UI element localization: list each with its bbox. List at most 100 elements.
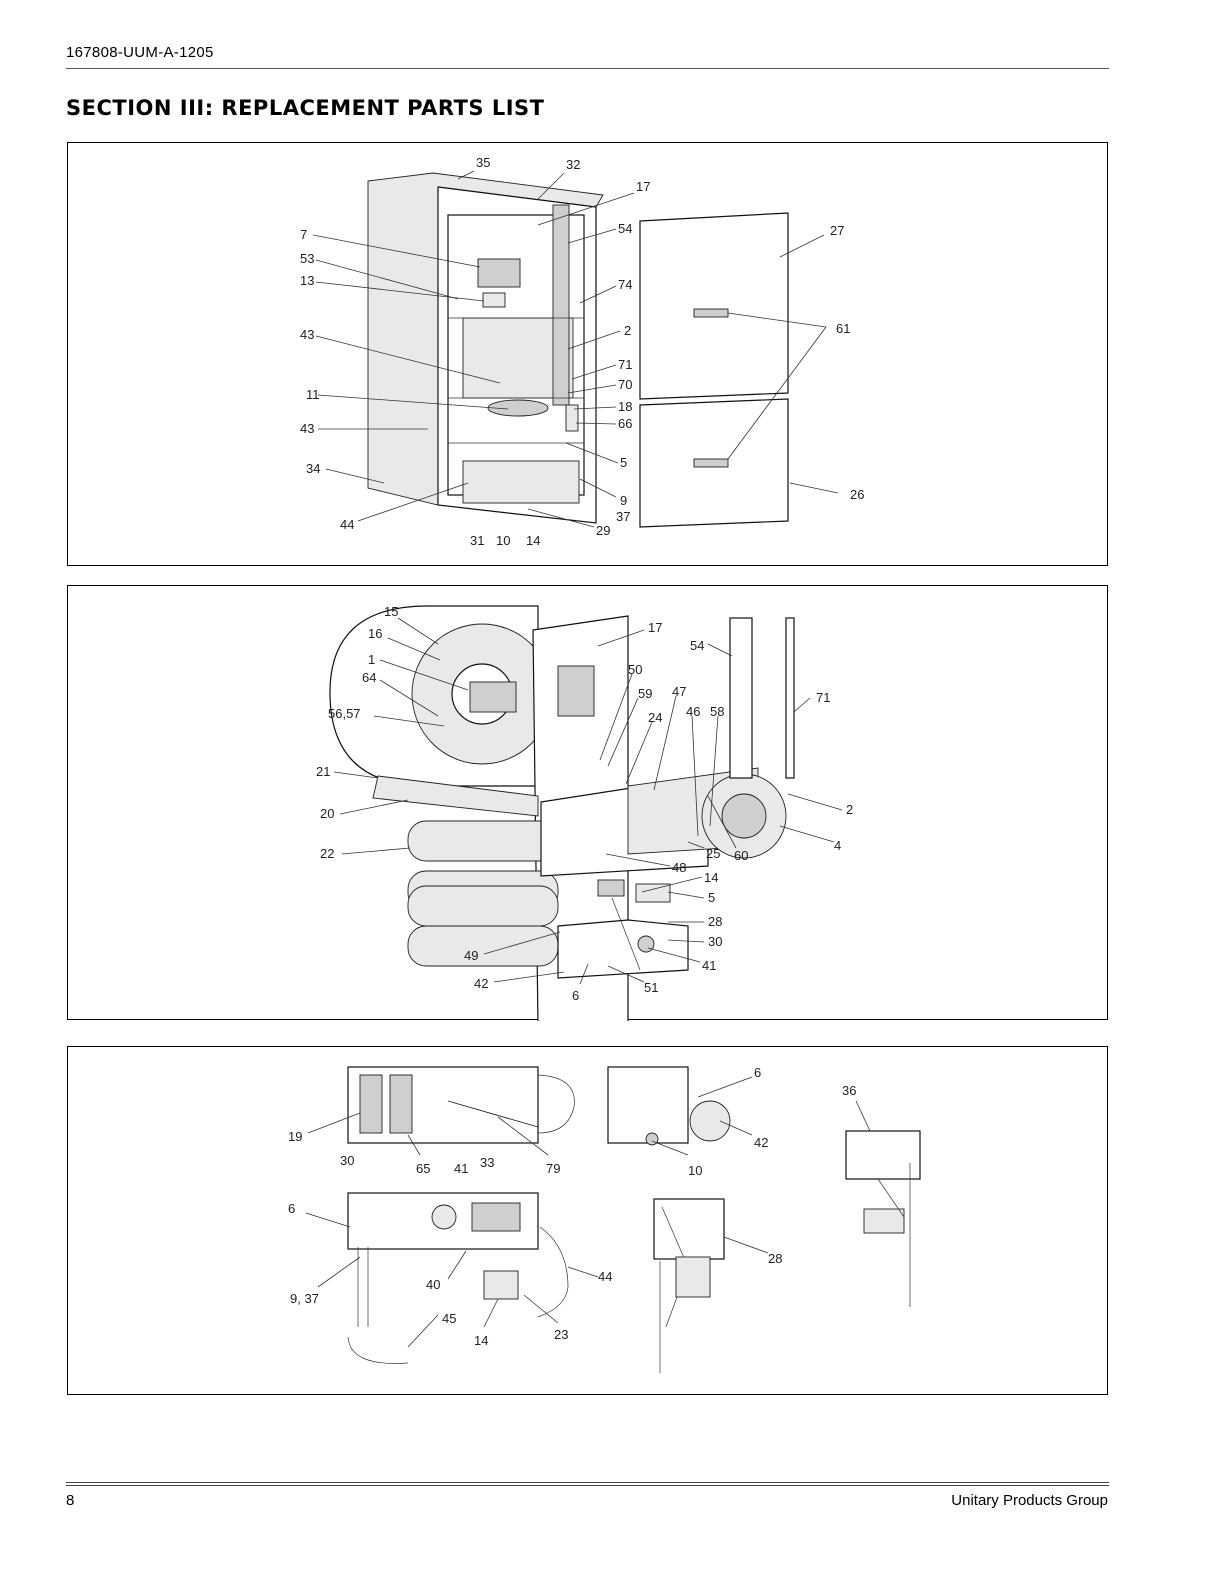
callout-11: 11 — [306, 387, 320, 402]
callout-33: 33 — [480, 1155, 494, 1170]
callout-2: 2 — [624, 323, 631, 338]
callout-13: 13 — [300, 273, 314, 288]
callout-40: 40 — [426, 1277, 440, 1292]
callout-26: 26 — [850, 487, 864, 502]
burner-assembly-drawing — [540, 617, 795, 979]
callout-56-57: 56,57 — [328, 706, 361, 721]
callout-35: 35 — [476, 155, 490, 170]
footer-rule-2 — [66, 1485, 1109, 1486]
burner-box-details-drawing: 19 6 36 42 65 41 33 30 79 10 6 28 44 9, … — [288, 1065, 921, 1373]
callout-5: 5 — [708, 890, 715, 905]
blower-heat-exchanger-callouts: 15 16 17 1 54 50 64 47 71 59 56,57 46 58 — [316, 604, 853, 1003]
header-rule — [66, 68, 1109, 69]
callout-54: 54 — [618, 221, 632, 236]
callout-74: 74 — [618, 277, 632, 292]
figure-panel-blower-heat-exchanger: 15 16 17 1 54 50 64 47 71 59 56,57 46 58 — [67, 585, 1108, 1021]
callout-46: 46 — [686, 704, 700, 719]
callout-5: 5 — [620, 455, 627, 470]
furnace-doors-drawing — [639, 212, 789, 528]
callout-18: 18 — [618, 399, 632, 414]
callout-4: 4 — [834, 838, 841, 853]
callout-16: 16 — [368, 626, 382, 641]
burner-box-side-view — [347, 1192, 569, 1364]
callout-59: 59 — [638, 686, 652, 701]
blower-heat-exchanger-drawing: 15 16 17 1 54 50 64 47 71 59 56,57 46 58 — [316, 604, 853, 1021]
callout-10: 10 — [688, 1163, 702, 1178]
callout-36: 36 — [842, 1083, 856, 1098]
callout-7: 7 — [300, 227, 307, 242]
callout-23: 23 — [554, 1327, 568, 1342]
callout-43b: 43 — [300, 421, 314, 436]
callout-41: 41 — [702, 958, 716, 973]
callout-1: 1 — [368, 652, 375, 667]
callout-61: 61 — [836, 321, 850, 336]
page-number: 8 — [66, 1492, 75, 1509]
furnace-overview-drawing: 35 32 17 7 54 27 53 74 13 43 2 61 71 — [300, 155, 864, 548]
callout-6: 6 — [572, 988, 579, 1003]
callout-19: 19 — [288, 1129, 302, 1144]
callout-48: 48 — [672, 860, 686, 875]
burner-box-top-view — [347, 1066, 575, 1144]
callout-14: 14 — [704, 870, 718, 885]
section-title: SECTION III: REPLACEMENT PARTS LIST — [66, 96, 545, 120]
flame-sensor-view — [653, 1198, 725, 1373]
figure-panel-furnace-overview: 35 32 17 7 54 27 53 74 13 43 2 61 71 — [67, 142, 1108, 566]
callout-9-37: 9, 37 — [290, 1291, 319, 1306]
ignitor-view — [845, 1130, 921, 1307]
callout-42: 42 — [754, 1135, 768, 1150]
callout-37: 37 — [616, 509, 630, 524]
callout-43: 43 — [300, 327, 314, 342]
callout-34: 34 — [306, 461, 320, 476]
callout-54: 54 — [690, 638, 704, 653]
callout-44: 44 — [598, 1269, 612, 1284]
callout-50: 50 — [628, 662, 642, 677]
burner-box-details-callouts: 19 6 36 42 65 41 33 30 79 10 6 28 44 9, … — [288, 1065, 871, 1348]
callout-64: 64 — [362, 670, 376, 685]
callout-53: 53 — [300, 251, 314, 266]
callout-6: 6 — [754, 1065, 761, 1080]
callout-14: 14 — [474, 1333, 488, 1348]
callout-71: 71 — [816, 690, 830, 705]
callout-6b: 6 — [288, 1201, 295, 1216]
callout-31: 31 — [470, 533, 484, 548]
callout-17: 17 — [636, 179, 650, 194]
furnace-overview-callouts: 35 32 17 7 54 27 53 74 13 43 2 61 71 — [300, 155, 864, 548]
callout-14: 14 — [526, 533, 540, 548]
callout-70: 70 — [618, 377, 632, 392]
callout-20: 20 — [320, 806, 334, 821]
callout-15: 15 — [384, 604, 398, 619]
callout-47: 47 — [672, 684, 686, 699]
callout-42: 42 — [474, 976, 488, 991]
footer-company: Unitary Products Group — [951, 1492, 1108, 1509]
callout-41: 41 — [454, 1161, 468, 1176]
callout-17: 17 — [648, 620, 662, 635]
callout-30: 30 — [708, 934, 722, 949]
callout-28: 28 — [768, 1251, 782, 1266]
rollout-switch-view — [607, 1066, 731, 1146]
callout-71: 71 — [618, 357, 632, 372]
callout-58: 58 — [710, 704, 724, 719]
callout-27: 27 — [830, 223, 844, 238]
callout-30: 30 — [340, 1153, 354, 1168]
heat-exchanger-drawing — [407, 820, 559, 967]
callout-21: 21 — [316, 764, 330, 779]
callout-66: 66 — [618, 416, 632, 431]
callout-29: 29 — [596, 523, 610, 538]
furnace-cabinet-drawing — [367, 172, 604, 524]
callout-45: 45 — [442, 1311, 456, 1326]
callout-49: 49 — [464, 948, 478, 963]
callout-51: 51 — [644, 980, 658, 995]
callout-79: 79 — [546, 1161, 560, 1176]
callout-65: 65 — [416, 1161, 430, 1176]
figure-panel-burner-box-details: 19 6 36 42 65 41 33 30 79 10 6 28 44 9, … — [67, 1046, 1108, 1395]
callout-10: 10 — [496, 533, 510, 548]
callout-28: 28 — [708, 914, 722, 929]
footer-rule-1 — [66, 1482, 1109, 1483]
callout-24: 24 — [648, 710, 662, 725]
callout-22: 22 — [320, 846, 334, 861]
document-id: 167808-UUM-A-1205 — [66, 44, 214, 61]
callout-25: 25 — [706, 846, 720, 861]
callout-32: 32 — [566, 157, 580, 172]
callout-9: 9 — [620, 493, 627, 508]
callout-2: 2 — [846, 802, 853, 817]
